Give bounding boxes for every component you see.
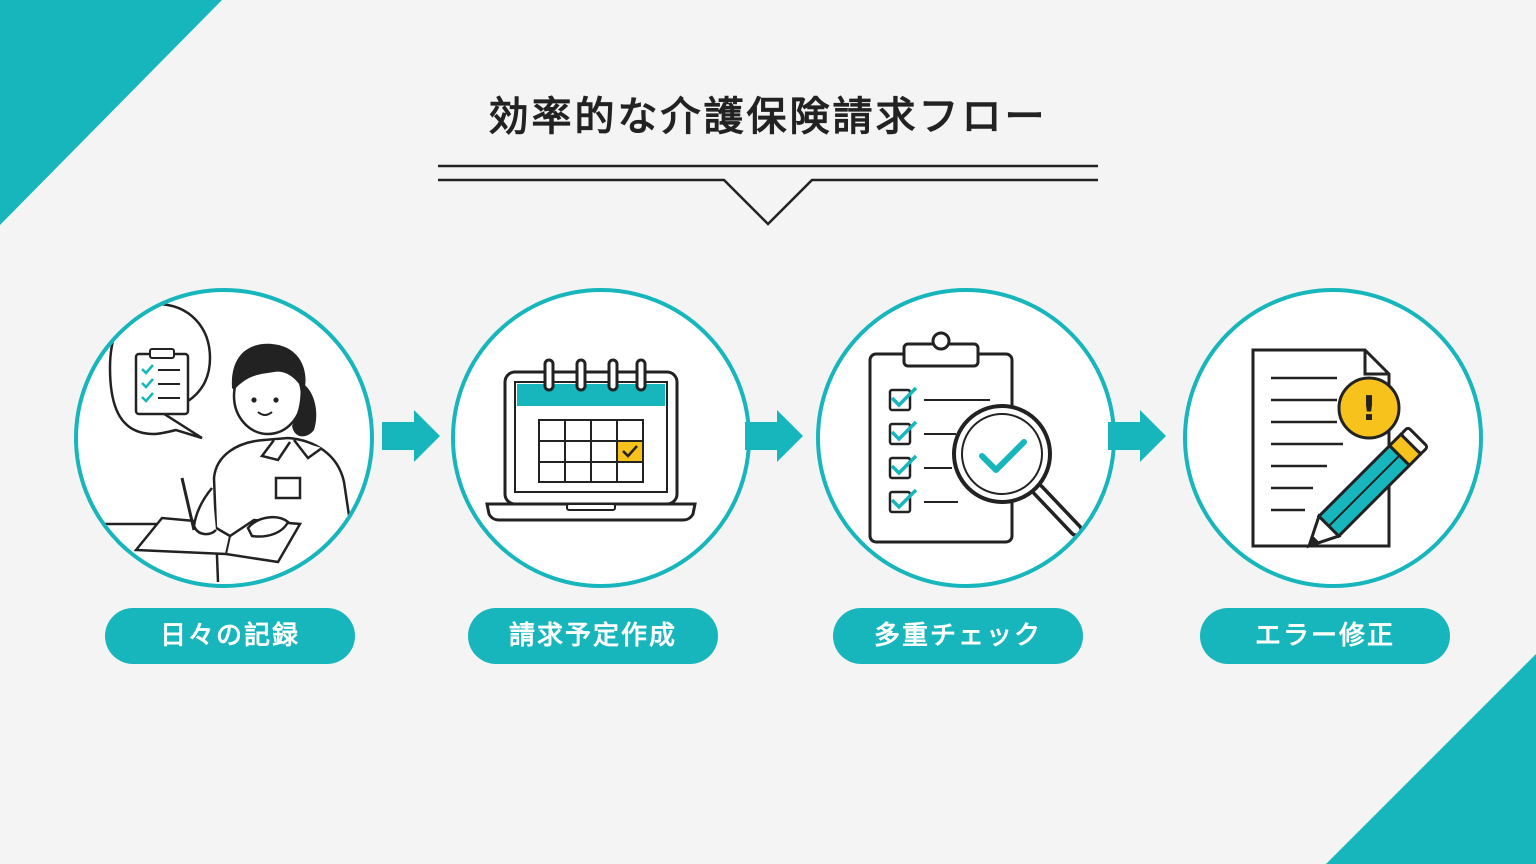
page-title: 効率的な介護保険請求フロー <box>488 94 1048 140</box>
step-3-circle <box>816 288 1116 588</box>
clipboard-magnifier-icon <box>868 331 1083 544</box>
step-4-label: エラー修正 <box>1200 608 1450 664</box>
arrow-right-icon <box>1108 410 1166 462</box>
step-2-circle <box>451 288 751 588</box>
arrow-right-icon <box>745 410 803 462</box>
corner-decoration-bottom-right <box>1326 654 1536 864</box>
mini-clipboard-icon <box>134 348 190 416</box>
arrow-right-icon <box>382 410 440 462</box>
step-4-circle: ! <box>1183 288 1483 588</box>
document-pencil-warning-icon: ! <box>1251 348 1429 549</box>
step-1-label: 日々の記録 <box>105 608 355 664</box>
step-2-label: 請求予定作成 <box>468 608 718 664</box>
laptop-calendar-icon <box>485 358 697 522</box>
step-1-circle <box>74 288 374 588</box>
step-3-label: 多重チェック <box>833 608 1083 664</box>
caregiver-writing-icon <box>98 302 370 583</box>
title-underline-decoration <box>438 164 1098 226</box>
warning-mark: ! <box>1361 389 1377 429</box>
corner-decoration-top-left <box>0 0 222 225</box>
